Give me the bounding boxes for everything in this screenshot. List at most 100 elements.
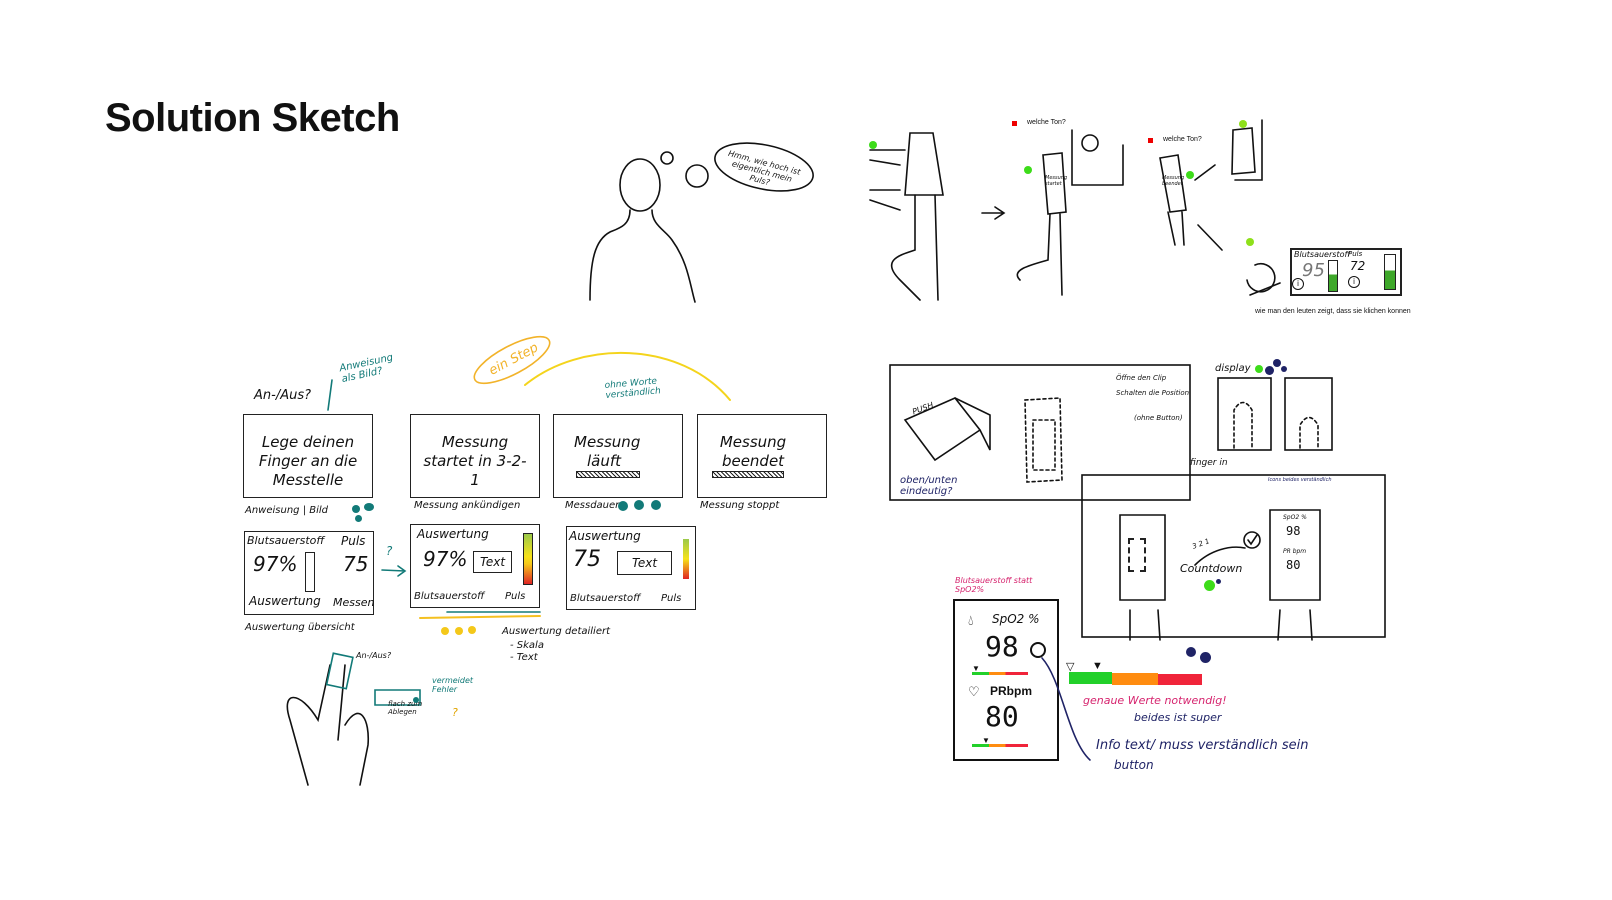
tab-pulse[interactable]: Puls xyxy=(661,593,682,604)
teal-dot xyxy=(352,505,360,513)
page-title: Solution Sketch xyxy=(105,96,400,140)
pr-scale xyxy=(972,744,1028,747)
countdown-digit-display xyxy=(1128,538,1146,572)
info-icon[interactable]: i xyxy=(1292,278,1304,290)
oxygen-level-bar xyxy=(1328,260,1338,292)
oxygen-value: 97% xyxy=(253,552,298,576)
result-pulse-label: Puls xyxy=(1348,250,1363,258)
heart-icon: ♡ xyxy=(968,684,980,699)
hand-on-off-question: An-/Aus? xyxy=(356,651,392,660)
mini-spo2-label: SpO2 % xyxy=(1283,514,1307,521)
detail-screen-pulse: Auswertung 75 Text Blutsauerstoff Puls xyxy=(566,526,696,610)
flat-storage-note: flach zum Ablegen xyxy=(388,700,423,716)
detail-screen-oxygen: Auswertung 97% Text Blutsauerstoff Puls xyxy=(410,524,540,608)
wireframe-screen-1: Lege deinen Finger an die Messtelle xyxy=(243,414,373,498)
result-oxygen-label: Blutsauerstoff xyxy=(1294,250,1351,259)
hand-question-mark: ? xyxy=(452,706,458,719)
green-dot xyxy=(1255,365,1263,373)
screen-text: Messung läuft xyxy=(574,433,641,470)
yellow-dot xyxy=(455,627,463,635)
green-dot xyxy=(1239,120,1247,128)
pulse-label: Puls xyxy=(341,534,366,548)
red-square-icon xyxy=(1012,121,1017,126)
pulse-level-bar xyxy=(1384,254,1396,290)
red-square-icon xyxy=(1148,138,1153,143)
detail-point-text: - Text xyxy=(510,652,538,663)
thinking-person-sketch xyxy=(589,142,814,303)
info-note-2: button xyxy=(1114,758,1154,772)
navy-dot xyxy=(1186,647,1196,657)
screen-caption-1: Anweisung | Bild xyxy=(245,505,329,516)
green-dot xyxy=(1024,166,1032,174)
progress-bar xyxy=(712,471,784,478)
hand-sketch xyxy=(286,652,421,786)
scale-marker-icon: ▼ xyxy=(1092,660,1103,672)
tab-oxygen[interactable]: Blutsauerstoff xyxy=(414,591,485,602)
slider-handle[interactable] xyxy=(305,552,315,592)
wireframe-screen-3: Messung läuft xyxy=(553,414,683,498)
evaluation-button[interactable]: Auswertung xyxy=(249,594,321,608)
teal-dot xyxy=(618,501,628,511)
pr-label: PRbpm xyxy=(990,684,1032,698)
clip-note-2: Schalten die Position xyxy=(1116,389,1190,397)
mini-spo2-value: 98 xyxy=(1286,524,1301,538)
detail-point-scale: - Skala xyxy=(510,640,544,651)
detail-text-box: Text xyxy=(617,551,673,575)
measure-button[interactable]: Messen xyxy=(333,596,375,609)
sound-question-2: welche Ton? xyxy=(1163,136,1202,143)
scale-marker-icon: ▼ xyxy=(972,664,980,673)
overview-screen: Blutsauerstoff 97% Puls 75 Auswertung Me… xyxy=(244,531,374,615)
spo2-label: SpO2 % xyxy=(992,612,1040,626)
green-dot xyxy=(1186,171,1194,179)
wireframe-screen-4: Messung beendet xyxy=(697,414,827,498)
result-pulse-value: 72 xyxy=(1350,259,1366,273)
clickable-hint-note: wie man den leuten zeigt, dass sie klich… xyxy=(1255,308,1411,315)
teal-dot xyxy=(634,500,644,510)
display-label: display xyxy=(1215,363,1251,374)
display-note-top: Blutsauerstoff statt SpO2% xyxy=(955,576,1033,594)
tab-pulse[interactable]: Puls xyxy=(505,591,526,602)
scale-marker-icon: ▼ xyxy=(982,736,990,745)
droplet-icon: 💧︎ xyxy=(968,612,974,628)
tab-oxygen[interactable]: Blutsauerstoff xyxy=(570,593,641,604)
finger-sequence-sketch xyxy=(869,119,1281,301)
teal-dot xyxy=(651,500,661,510)
finger-in-label: finger in xyxy=(1190,458,1228,468)
orientation-note: oben/unten eindeutig? xyxy=(900,475,958,497)
navy-dot xyxy=(1265,366,1274,375)
result-card: Blutsauerstoff 95 Puls 72 i i xyxy=(1290,248,1402,296)
color-scale xyxy=(523,533,533,585)
green-dot xyxy=(1246,238,1254,246)
icons-note: Icons beides verständlich xyxy=(1268,477,1332,483)
on-off-question: An-/Aus? xyxy=(254,388,312,403)
mini-pr-value: 80 xyxy=(1286,558,1301,572)
arrow-question: ? xyxy=(386,544,393,558)
device-label-start: Messung startet xyxy=(1045,175,1068,187)
info-icon[interactable]: i xyxy=(1348,276,1360,288)
color-scale xyxy=(683,539,689,579)
large-scale-orange xyxy=(1112,673,1158,685)
result-oxygen-value: 95 xyxy=(1302,260,1325,281)
avoid-errors-note: vermeidet Fehler xyxy=(432,676,474,694)
detail-header: Auswertung xyxy=(569,529,641,543)
countdown-label: Countdown xyxy=(1180,562,1243,575)
large-scale-green xyxy=(1069,672,1112,684)
screen-caption-3: Messdauer xyxy=(565,500,620,511)
navy-dot xyxy=(1200,652,1211,663)
wireframe-screen-2: Messung startet in 3-2-1 xyxy=(410,414,540,498)
overview-caption: Auswertung übersicht xyxy=(245,622,355,633)
screen-text: Messung beendet xyxy=(719,433,787,470)
navy-dot xyxy=(1281,366,1287,372)
info-button[interactable] xyxy=(1031,643,1045,657)
pr-value: 80 xyxy=(985,700,1019,733)
teal-dot xyxy=(413,697,419,703)
spo2-value: 98 xyxy=(985,630,1019,663)
detail-value: 97% xyxy=(423,547,468,571)
progress-bar xyxy=(576,471,640,478)
teal-dot xyxy=(355,515,362,522)
clip-note-1: Öffne den Clip xyxy=(1116,374,1167,382)
screen-text: Messung startet in 3-2-1 xyxy=(423,433,527,489)
yellow-dot xyxy=(468,626,476,634)
mini-pr-label: PR bpm xyxy=(1283,548,1307,555)
